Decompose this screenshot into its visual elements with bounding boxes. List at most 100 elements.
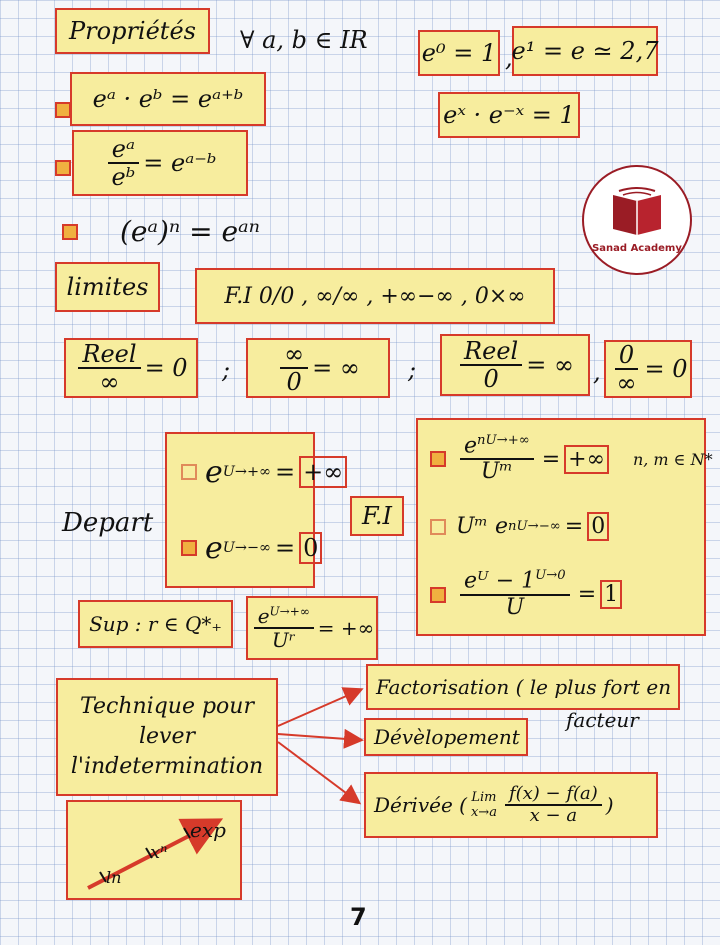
- fi-a-frac: enU→+∞ Uᵐ: [460, 432, 534, 485]
- depart-top-row: e U→+∞ = +∞: [181, 454, 348, 490]
- book-icon: [613, 186, 661, 235]
- limit-reel-zero-frac: Reel 0: [460, 337, 523, 393]
- fi-c-frac: eᵁ − 1U→0 U: [460, 569, 570, 620]
- limit-reel-inf: Reel ∞ = 0: [64, 338, 198, 398]
- fi-forms-box: enU→+∞ Uᵐ = +∞ n, m ∈ N* Uᵐ e nU→−∞ = 0 …: [416, 418, 713, 636]
- technique-box: Technique pour lever l'indetermination: [56, 678, 278, 796]
- derivee-lim-text: Lim: [471, 790, 497, 805]
- prop-quotient-den: eᵇ: [111, 163, 136, 191]
- sup-num-sup: U→+∞: [269, 604, 310, 619]
- fi-c-eq: =: [577, 582, 597, 608]
- limit-reel-inf-rhs: = 0: [144, 354, 188, 382]
- bullet-fi-b: [430, 518, 446, 535]
- depart-bot-sup: U→−∞: [222, 540, 271, 556]
- prop-quotient-frac: eᵃ eᵇ: [107, 135, 139, 191]
- growth-tick-pow: [145, 847, 153, 859]
- e0-box: e⁰ = 1: [418, 30, 500, 76]
- fi-row-a: enU→+∞ Uᵐ = +∞ n, m ∈ N*: [430, 432, 713, 485]
- depart-box: e U→+∞ = +∞ e U→−∞ = 0: [165, 432, 348, 588]
- growth-tick-ln: [99, 871, 107, 883]
- technique-line-3: l'indetermination: [70, 753, 264, 779]
- limits-title: limites: [55, 262, 160, 312]
- growth-pow: xⁿ: [150, 842, 168, 863]
- technique-line-2: lever: [138, 724, 196, 750]
- depart-bot-val: 0: [299, 532, 323, 564]
- bullet-depart-top: [181, 464, 197, 480]
- limit-zero-inf: 0 ∞ = 0: [604, 340, 692, 398]
- growth-exp: exp: [190, 818, 226, 842]
- limit-reel-zero-num: Reel: [460, 337, 523, 366]
- arrow-factorisation: [277, 687, 364, 727]
- arrow-developpement: [277, 728, 364, 749]
- sup-limit: eU→+∞ Uʳ = +∞: [246, 596, 378, 660]
- separator-1: ;: [222, 356, 231, 384]
- limit-inf-zero-den: 0: [286, 368, 302, 396]
- limit-inf-zero-rhs: = ∞: [312, 354, 360, 382]
- fi-a-val: +∞: [564, 444, 609, 474]
- prop-quotient-num: eᵃ: [107, 135, 139, 164]
- page-number: 7: [350, 903, 367, 931]
- sup-den: Uʳ: [271, 628, 296, 652]
- method-developpement: Dévèlopement: [364, 718, 528, 756]
- technique-line-1: Technique pour: [80, 694, 254, 720]
- fi-a-den: Uᵐ: [480, 459, 513, 485]
- fi-c-num-base: eᵁ − 1: [464, 568, 536, 594]
- depart-label: Depart: [62, 508, 154, 538]
- derivee-lim: Lim x→a: [471, 790, 497, 820]
- depart-bot-eq: =: [275, 534, 296, 562]
- growth-arrow: [87, 818, 224, 890]
- limit-zero-inf-num: 0: [614, 341, 639, 370]
- separator-2: ;: [408, 356, 417, 384]
- bullet-fi-c: [430, 586, 446, 603]
- fi-c-den: U: [505, 594, 525, 620]
- limit-inf-zero-frac: ∞ 0: [280, 340, 309, 396]
- comma-sep: ,: [505, 44, 513, 72]
- quantifier: ∀ a, b ∈ IR: [240, 26, 368, 54]
- sup-rhs: = +∞: [317, 616, 375, 640]
- limit-reel-inf-frac: Reel ∞: [78, 340, 141, 396]
- limit-reel-zero-den: 0: [483, 365, 499, 393]
- depart-top-sup: U→+∞: [222, 464, 271, 480]
- fi-b-val: 0: [587, 512, 610, 542]
- arrow-derivee: [277, 741, 362, 805]
- sup-frac: eU→+∞ Uʳ: [253, 604, 314, 652]
- bullet-p2: [55, 160, 71, 176]
- growth-ln: ln: [106, 868, 122, 887]
- depart-top-base: e: [205, 454, 223, 490]
- fi-condition: n, m ∈ N*: [632, 449, 713, 469]
- limit-zero-inf-rhs: = 0: [644, 355, 688, 383]
- sup-label: Sup : r ∈ Q*₊: [78, 600, 233, 648]
- method-factorisation-cont: facteur: [566, 708, 639, 732]
- depart-fi: F.I: [350, 496, 404, 536]
- fi-a-num-sup: nU→+∞: [477, 432, 530, 448]
- fi-row-c: eᵁ − 1U→0 U = 1: [430, 569, 623, 620]
- limit-reel-zero: Reel 0 = ∞: [440, 334, 590, 396]
- e1-box: e¹ = e ≃ 2,7: [512, 26, 658, 76]
- fi-a-num-base: e: [464, 433, 478, 459]
- limit-reel-inf-num: Reel: [78, 340, 141, 369]
- bullet-p3: [62, 224, 78, 240]
- method-factorisation: Factorisation ( le plus fort en: [366, 664, 680, 710]
- prop-quotient-rhs: = eᵃ⁻ᵇ: [143, 149, 217, 177]
- derivee-pre: Dérivée (: [374, 793, 467, 817]
- limit-reel-zero-rhs: = ∞: [526, 351, 574, 379]
- depart-top-val: +∞: [299, 456, 348, 488]
- fi-b-pre: Uᵐ e: [456, 514, 509, 540]
- derivee-den: x − a: [529, 805, 578, 826]
- limit-reel-inf-den: ∞: [99, 368, 120, 396]
- fi-b-eq: =: [564, 514, 584, 540]
- fi-c-num-sup: U→0: [535, 568, 566, 584]
- derivee-lim-sub: x→a: [470, 805, 497, 820]
- derivee-frac: f(x) − f(a) x − a: [504, 784, 602, 826]
- limit-zero-inf-frac: 0 ∞: [612, 341, 640, 397]
- growth-arrow-diagram: [87, 818, 224, 890]
- separator-3: ,: [593, 358, 601, 386]
- prop-quotient: eᵃ eᵇ = eᵃ⁻ᵇ: [72, 130, 248, 196]
- prop-product: eᵃ · eᵇ = eᵃ⁺ᵇ: [70, 72, 266, 126]
- limit-zero-inf-den: ∞: [616, 369, 637, 397]
- limit-inf-zero: ∞ 0 = ∞: [246, 338, 390, 398]
- properties-title: Propriétés: [55, 8, 210, 54]
- fi-row-b: Uᵐ e nU→−∞ = 0: [430, 512, 610, 542]
- fi-c-num: eᵁ − 1U→0: [460, 569, 570, 596]
